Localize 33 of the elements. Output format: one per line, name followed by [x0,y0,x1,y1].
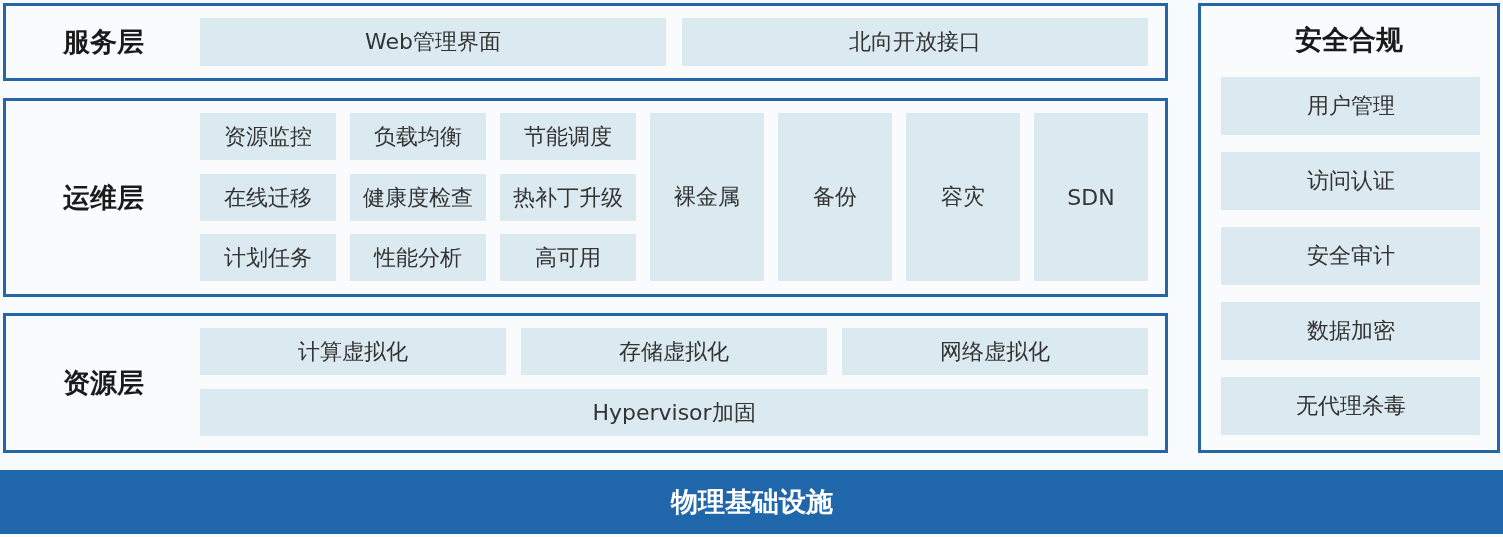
layer-panel [3,313,1168,453]
module-tile: 负载均衡 [350,113,486,160]
module-tile: 热补丁升级 [500,174,636,221]
infrastructure-bar: 物理基础设施 [0,470,1503,534]
layer-panel [3,3,1168,81]
module-tile: 在线迁移 [200,174,336,221]
module-tile: 数据加密 [1221,302,1480,360]
layer-panel [1198,3,1500,453]
module-tile: 裸金属 [650,113,764,281]
module-tile: 安全审计 [1221,227,1480,285]
module-tile: 节能调度 [500,113,636,160]
layer-title: 运维层 [61,181,145,214]
module-tile: Web管理界面 [200,18,666,66]
module-tile: 网络虚拟化 [842,328,1148,375]
module-tile: 容灾 [906,113,1020,281]
module-tile: 北向开放接口 [682,18,1148,66]
module-tile: Hypervisor加固 [200,389,1148,436]
module-tile: 访问认证 [1221,152,1480,210]
layer-title: 服务层 [61,26,145,59]
module-tile: 计划任务 [200,234,336,281]
module-tile: 无代理杀毒 [1221,377,1480,435]
module-tile: SDN [1034,113,1148,281]
layer-title: 资源层 [61,367,145,400]
module-tile: 性能分析 [350,234,486,281]
module-tile: 存储虚拟化 [521,328,827,375]
module-tile: 计算虚拟化 [200,328,506,375]
module-tile: 高可用 [500,234,636,281]
module-tile: 备份 [778,113,892,281]
layer-title: 安全合规 [1294,24,1404,57]
layer-panel [3,98,1168,297]
module-tile: 健康度检查 [350,174,486,221]
module-tile: 资源监控 [200,113,336,160]
module-tile: 用户管理 [1221,77,1480,135]
